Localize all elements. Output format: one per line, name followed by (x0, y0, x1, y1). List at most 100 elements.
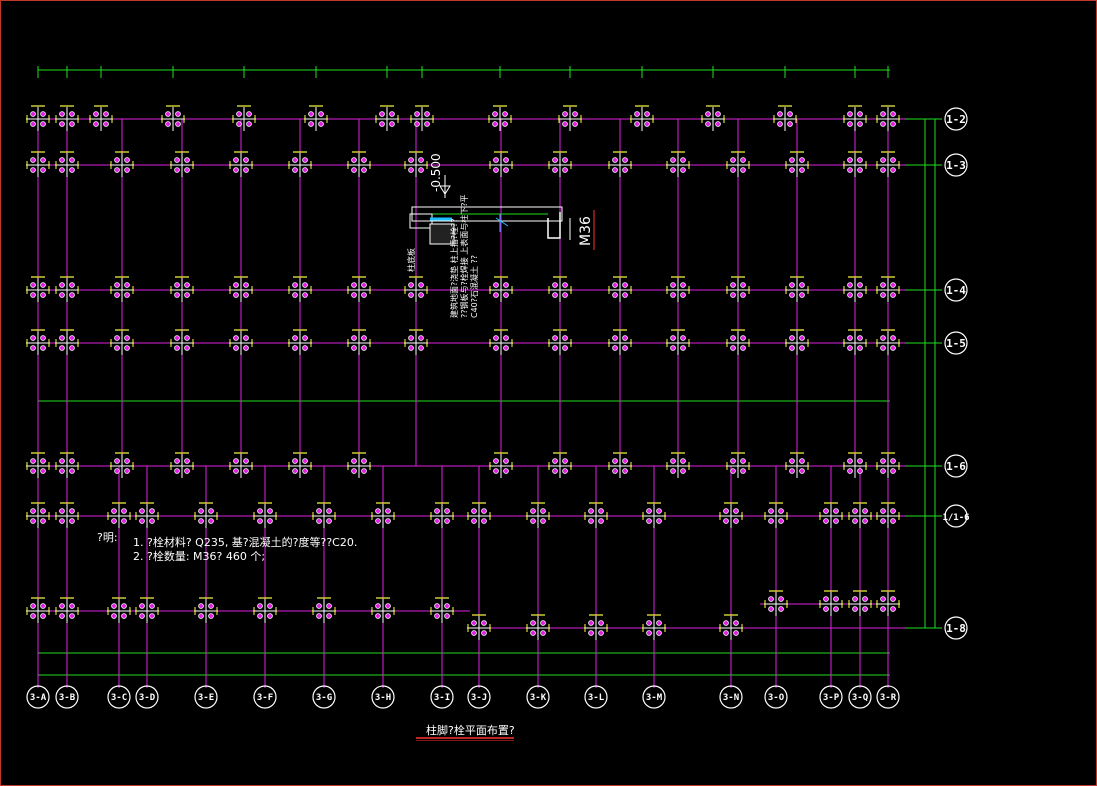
column-axis-label: 3-L (588, 693, 605, 703)
row-axis-bubble (944, 278, 968, 302)
bolt-groups (26, 105, 900, 640)
column-axis-bubble (430, 685, 454, 709)
bolt-group (89, 105, 113, 131)
bolt-group (608, 276, 632, 302)
bolt-group (110, 329, 134, 355)
bolt-group (430, 502, 454, 528)
column-axis-label: 3-P (823, 693, 840, 703)
bolt-group (876, 590, 900, 616)
bolt-group (229, 452, 253, 478)
bolt-group (489, 151, 513, 177)
bolt-group (558, 105, 582, 131)
bolt-group (489, 452, 513, 478)
bolt-group (666, 452, 690, 478)
bolt-group (347, 151, 371, 177)
bolt-group (288, 329, 312, 355)
column-axis-bubble (467, 685, 491, 709)
column-axis-label: 3-M (646, 693, 663, 703)
bolt-group (764, 502, 788, 528)
bolt-group (876, 452, 900, 478)
column-axis-label: 3-C (111, 693, 127, 703)
column-axis-label: 3-R (880, 693, 897, 703)
bolt-group (194, 597, 218, 623)
drawing-title-block: 柱脚?栓平面布置? (416, 723, 515, 741)
bolt-group (404, 276, 428, 302)
column-axis-label: 3-G (316, 693, 332, 703)
bolt-group (666, 151, 690, 177)
bolt-group (489, 329, 513, 355)
column-axis-bubble (135, 685, 159, 709)
bolt-group (843, 276, 867, 302)
bolt-group (608, 151, 632, 177)
column-axis-label: 3-F (257, 693, 273, 703)
bolt-group (110, 276, 134, 302)
detail-elevation: -0.500 (429, 153, 443, 192)
note-2: 2. ?栓数量: M36? 460 个; (133, 549, 265, 563)
bolt-group (312, 597, 336, 623)
column-axis-bubble (819, 685, 843, 709)
row-axis-label: 1-8 (946, 622, 966, 635)
bolt-group (876, 151, 900, 177)
bolt-group (785, 329, 809, 355)
row-axis-bubble (944, 504, 968, 528)
row-axis-bubble (944, 454, 968, 478)
bolt-group (726, 329, 750, 355)
bolt-group (161, 105, 185, 131)
bolt-group (876, 502, 900, 528)
detail-label-c: ??钢板与?栓焊接 上表面与柱下?平 (459, 194, 469, 318)
column-axis-label: 3-A (30, 693, 47, 703)
bolt-group (488, 105, 512, 131)
column-axis-bubble (253, 685, 277, 709)
bolt-group (584, 614, 608, 640)
bolt-group (170, 452, 194, 478)
row-axis-label: 1-5 (946, 337, 966, 350)
row-axis-bubble (944, 107, 968, 131)
bolt-group (548, 452, 572, 478)
column-axis-bubble (584, 685, 608, 709)
bolt-group (876, 329, 900, 355)
bolt-group (642, 502, 666, 528)
bolt-group (526, 614, 550, 640)
bolt-group (526, 502, 550, 528)
column-axis-bubble (55, 685, 79, 709)
bolt-group (229, 276, 253, 302)
bolt-group (375, 105, 399, 131)
bolt-group (848, 502, 872, 528)
bolt-group (170, 329, 194, 355)
bolt-group (371, 502, 395, 528)
bolt-group (726, 276, 750, 302)
bolt-group (584, 502, 608, 528)
bolt-group (288, 276, 312, 302)
bolt-group (26, 329, 50, 355)
bolt-group (110, 151, 134, 177)
column-axis-bubble (848, 685, 872, 709)
bolt-group (848, 590, 872, 616)
bolt-group (548, 151, 572, 177)
bolt-group (666, 329, 690, 355)
column-axis-label: 3-K (530, 693, 547, 703)
column-axis-bubble (764, 685, 788, 709)
detail-bolt-size: M36 (578, 216, 594, 246)
bolt-group (26, 502, 50, 528)
bolt-group (630, 105, 654, 131)
column-axis-bubble (312, 685, 336, 709)
bolt-group (666, 276, 690, 302)
column-axis-bubble (26, 685, 50, 709)
bolt-group (726, 452, 750, 478)
column-axis-label: 3-E (198, 693, 214, 703)
bolt-group (55, 276, 79, 302)
bolt-group (347, 329, 371, 355)
row-axis-label: 1-4 (946, 284, 966, 297)
bolt-group (726, 151, 750, 177)
bolt-group (764, 590, 788, 616)
bolt-group (55, 329, 79, 355)
anchor-bolt-detail: -0.500 M36 柱底板 建筑地面?浇垫 柱上插?栓?? ??钢板与?栓焊接… (406, 153, 595, 318)
bolt-group (107, 502, 131, 528)
bolt-group (843, 151, 867, 177)
bolt-group (548, 329, 572, 355)
column-axis-label: 3-Q (852, 693, 869, 703)
bolt-group (55, 597, 79, 623)
bolt-group (288, 151, 312, 177)
